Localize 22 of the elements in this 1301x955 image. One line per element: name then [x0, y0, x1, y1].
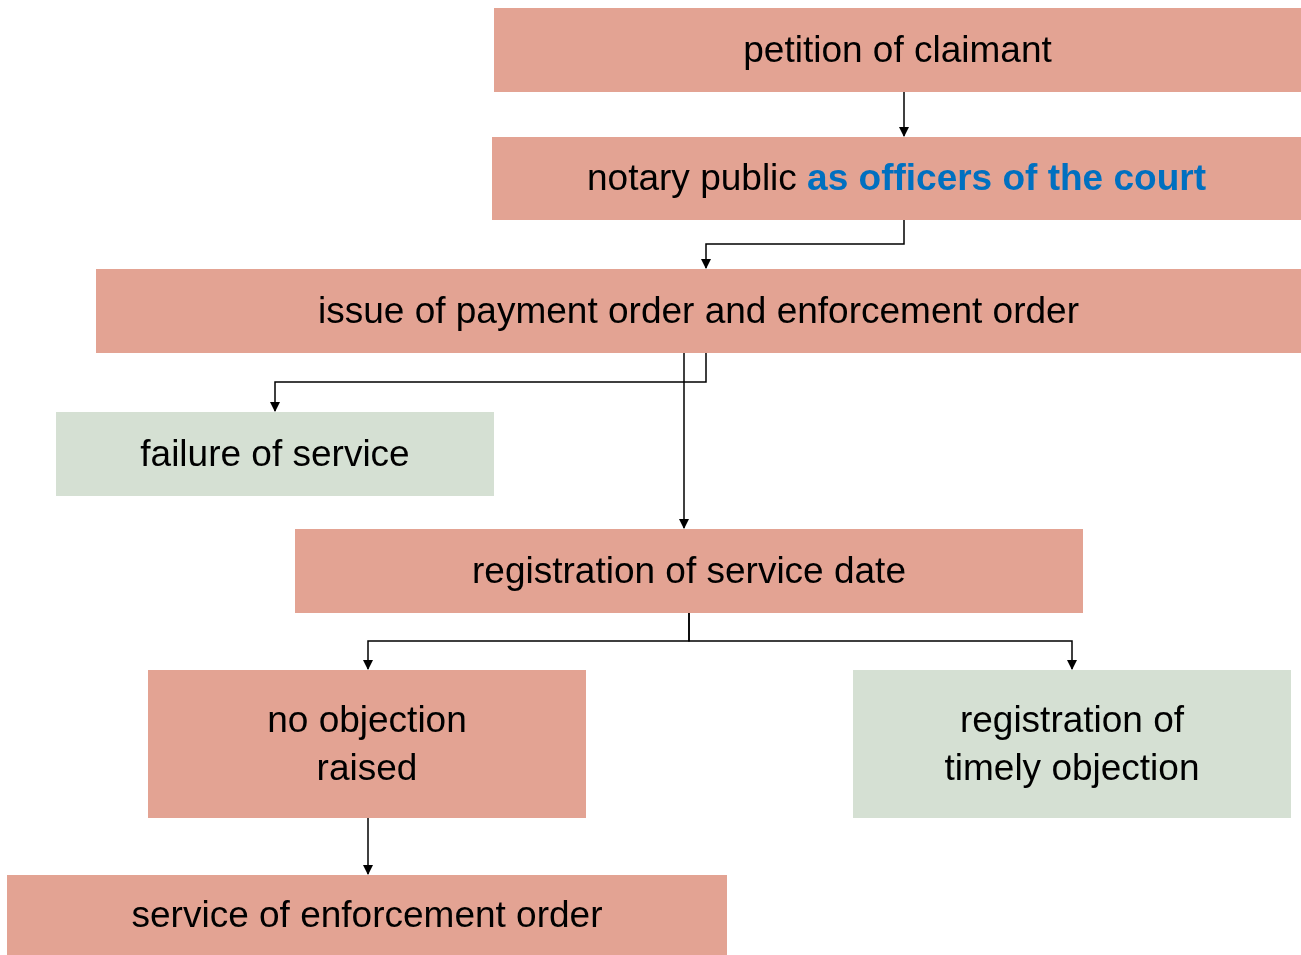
process-box — [295, 529, 1083, 613]
process-box — [853, 670, 1291, 818]
arrow — [899, 91, 909, 137]
process-box — [7, 875, 727, 955]
arrow — [363, 817, 373, 875]
arrow — [701, 219, 905, 269]
box-label: issue of payment order and enforcement order — [318, 288, 1079, 333]
box-label: notary public as officers of the court — [587, 156, 1206, 201]
process-box — [492, 137, 1301, 220]
process-box — [56, 412, 494, 496]
box-label: failure of service — [140, 431, 410, 476]
arrow — [679, 352, 689, 529]
box-label: registration of timely objection — [943, 697, 1201, 790]
box-label: registration of service date — [472, 548, 906, 593]
box-label: no objection raised — [266, 697, 468, 790]
box-label: service of enforcement order — [131, 892, 603, 937]
box-label: petition of claimant — [743, 27, 1052, 72]
arrow — [270, 352, 707, 412]
process-box — [148, 670, 586, 818]
process-box — [494, 8, 1301, 92]
arrow — [688, 612, 1077, 670]
process-box — [96, 269, 1301, 353]
